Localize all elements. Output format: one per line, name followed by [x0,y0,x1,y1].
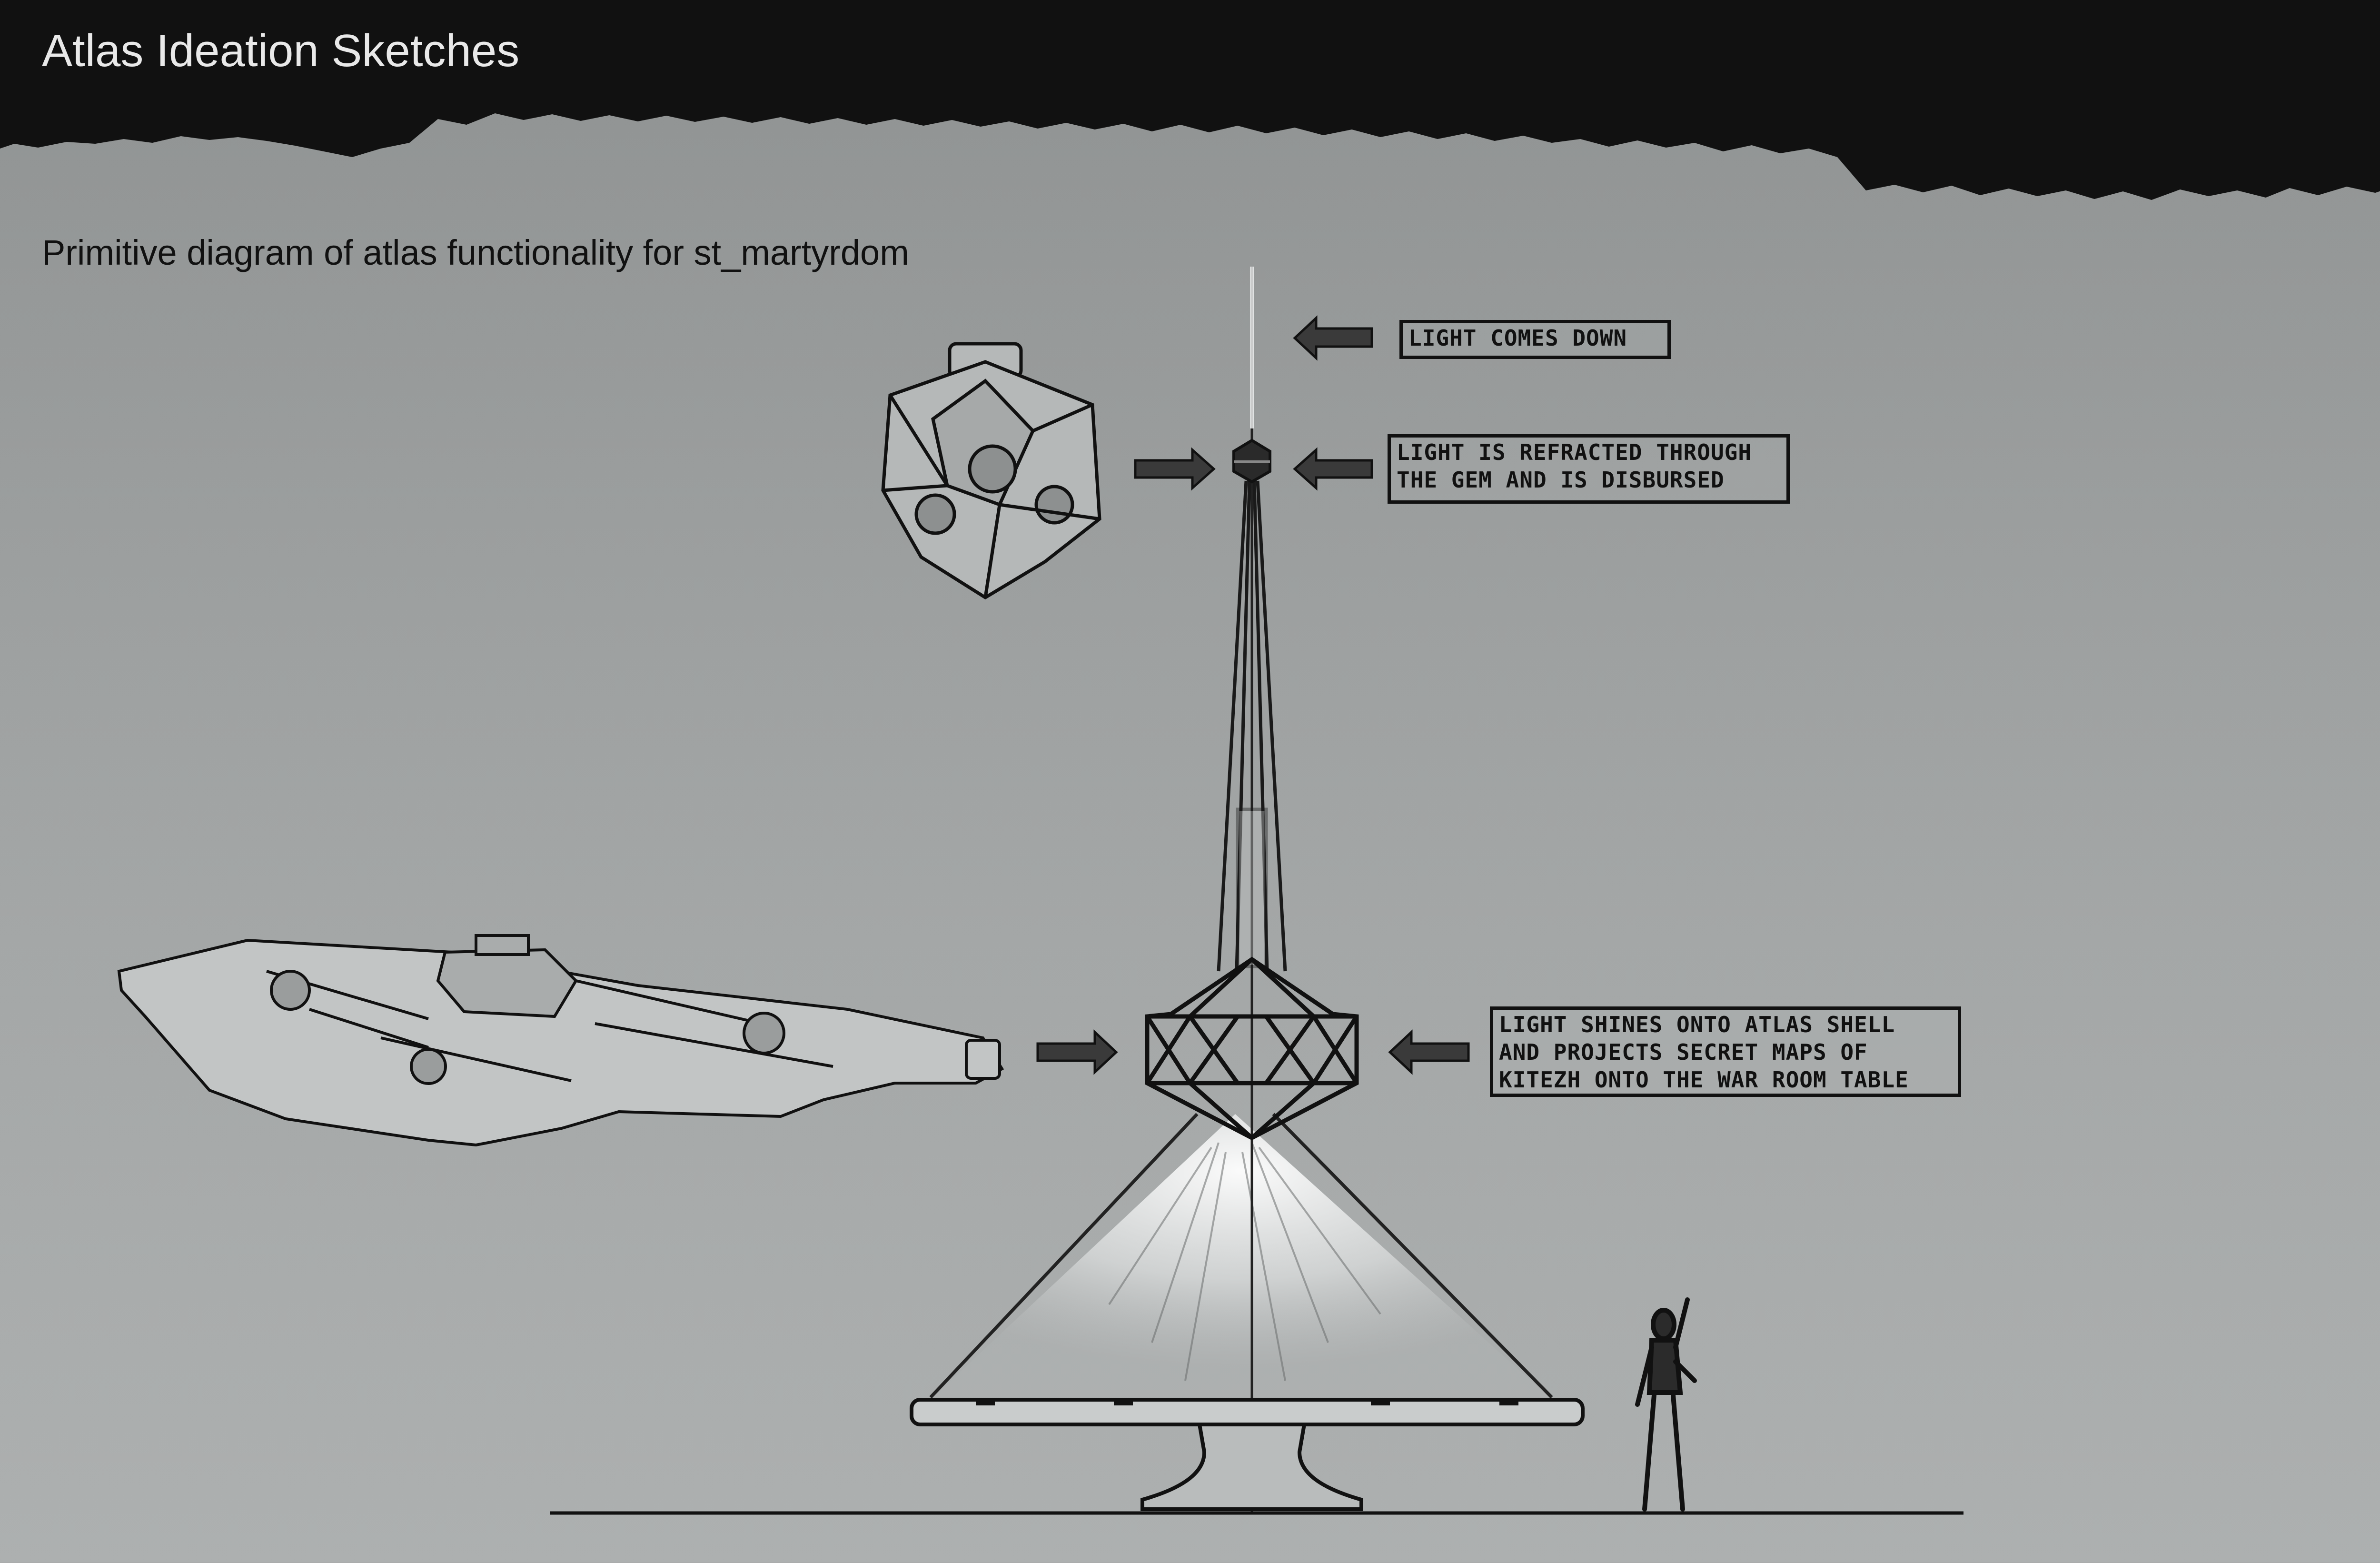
arrow-right-icon [1036,1029,1118,1075]
arrow-left-icon [1293,315,1373,361]
human-figure [1635,1297,1697,1512]
annotation-line: AND PROJECTS SECRET MAPS OF [1499,1039,1868,1065]
light-rays [1108,1142,1381,1381]
atlas-shell-sketch [117,934,1004,1147]
war-room-table [910,1398,1585,1511]
diagram-subtitle: Primitive diagram of atlas functionality… [42,233,909,272]
annotation-line: LIGHT IS REFRACTED THROUGH [1397,439,1752,465]
annotation-line: THE GEM AND IS DISBURSED [1397,467,1725,493]
annotation-line: KITEZH ONTO THE WAR ROOM TABLE [1499,1067,1909,1093]
annotation-light-refracted: LIGHT IS REFRACTED THROUGH THE GEM AND I… [1388,434,1790,504]
arrow-right-icon [1134,447,1216,491]
page-title: Atlas Ideation Sketches [42,25,520,76]
arrow-left-icon [1388,1029,1470,1075]
atlas-shell-lattice [1145,956,1359,1141]
arrow-left-icon [1293,447,1373,491]
header-band [0,0,2380,200]
light-beam [933,1114,1549,1397]
spire [1217,480,1287,972]
annotation-line: LIGHT SHINES ONTO ATLAS SHELL [1499,1012,1895,1037]
annotation-light-comes-down: LIGHT COMES DOWN [1399,320,1671,359]
cone-outline [929,1113,1553,1399]
gem-sketch [881,342,1101,600]
annotation-light-shines-atlas: LIGHT SHINES ONTO ATLAS SHELL AND PROJEC… [1490,1006,1961,1097]
spire-gem [1232,438,1271,484]
annotation-line: LIGHT COMES DOWN [1408,325,1627,351]
